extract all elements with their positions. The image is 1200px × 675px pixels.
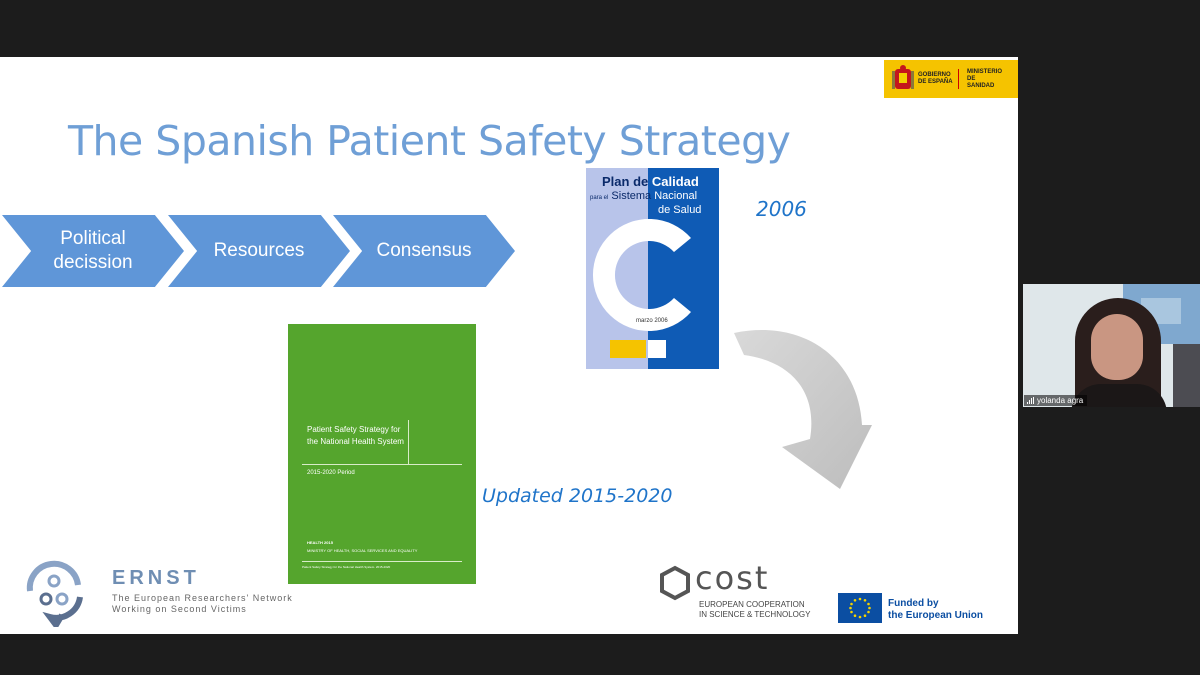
label-2006: 2006	[756, 197, 807, 221]
strategy-cover-title: Patient Safety Strategy for the National…	[307, 425, 404, 446]
cost-subtitle-1: EUROPEAN COOPERATION	[699, 600, 805, 609]
ernst-emblem-icon	[26, 560, 83, 627]
cost-subtitle: EUROPEAN COOPERATION IN SCIENCE & TECHNO…	[699, 600, 810, 620]
participant-name: yolanda agra	[1037, 396, 1084, 405]
cover-title: Plan de Calidad	[602, 174, 699, 189]
chevron-1-line-2: decission	[53, 252, 133, 273]
cover-vertical-rule	[408, 420, 409, 464]
cost-logo: cost EUROPEAN COOPERATION IN SCIENCE & T…	[655, 559, 815, 623]
label-updated-2015-2020: Updated 2015-2020	[482, 485, 673, 507]
gobierno-espana-logo: GOBIERNO DE ESPAÑA MINISTERIO DE SANIDAD	[884, 60, 1018, 98]
ernst-logo: ERNST The European Researchers' Network …	[20, 557, 320, 627]
eu-funding-line-2: the European Union	[888, 610, 983, 621]
strategy-cover-ministry: MINISTRY OF HEALTH, SOCIAL SERVICES AND …	[307, 548, 418, 553]
cost-wordmark: cost	[695, 559, 770, 597]
slide-title: The Spanish Patient Safety Strategy	[68, 117, 791, 165]
chevron-2-label: Resources	[213, 240, 305, 261]
strategy-cover-period: 2015-2020 Period	[307, 470, 355, 476]
chevron-3-label: Consensus	[376, 240, 472, 261]
patient-safety-strategy-cover: Patient Safety Strategy for the National…	[288, 324, 476, 584]
gov-logo-right-text: MINISTERIO DE SANIDAD	[967, 68, 1003, 89]
cover-subtitle: para el Sistema Nacional	[590, 190, 698, 202]
chevron-consensus: Consensus	[333, 215, 515, 287]
cover-footer-rule	[302, 561, 462, 562]
chevron-resources: Resources	[168, 215, 350, 287]
cover-blue-panel	[648, 168, 719, 369]
gov-logo-separator	[958, 69, 959, 89]
ernst-name: ERNST	[112, 567, 200, 589]
cost-subtitle-2: IN SCIENCE & TECHNOLOGY	[699, 610, 811, 619]
participant-body	[1071, 384, 1167, 407]
ernst-tagline-1: The European Researchers' Network	[112, 593, 293, 603]
cover-agency-logo	[648, 340, 666, 358]
eu-flag-icon	[838, 593, 882, 623]
background-shelf	[1173, 344, 1200, 407]
eu-funding-text: Funded by the European Union	[888, 598, 983, 622]
eu-funding-line-1: Funded by	[888, 598, 939, 609]
gov-logo-left-text: GOBIERNO DE ESPAÑA	[918, 72, 953, 85]
cover-ministry-logo	[610, 340, 646, 358]
cover-horizontal-rule	[302, 464, 462, 465]
eu-funding-logo: Funded by the European Union	[838, 593, 1008, 625]
participant-video-tile[interactable]: yolanda agra	[1023, 284, 1200, 407]
spain-coat-of-arms-icon	[892, 65, 914, 89]
ernst-tagline: The European Researchers' Network Workin…	[112, 593, 293, 615]
strategy-cover-health-label: HEALTH 2015	[307, 540, 333, 545]
strategy-cover-footer: Patient Safety Strategy for the National…	[302, 565, 391, 569]
process-chevrons: Political decission Resources Consensus	[2, 215, 522, 289]
cost-hexagon-icon	[660, 565, 690, 601]
presentation-slide: GOBIERNO DE ESPAÑA MINISTERIO DE SANIDAD…	[0, 57, 1018, 634]
ernst-tagline-2: Working on Second Victims	[112, 604, 247, 614]
chevron-political-decission: Political decission	[2, 215, 184, 287]
cover-date: marzo 2006	[636, 318, 668, 324]
plan-calidad-2006-cover: Plan de Calidad para el Sistema Nacional…	[586, 168, 719, 369]
chevron-1-line-1: Political	[60, 228, 126, 249]
cover-subtitle-2: de Salud	[658, 204, 702, 216]
participant-face	[1091, 314, 1143, 380]
curved-arrow-icon	[734, 330, 872, 489]
cover-c-shape-icon	[592, 219, 691, 331]
signal-strength-icon	[1027, 397, 1034, 404]
participant-name-tag: yolanda agra	[1024, 395, 1088, 406]
